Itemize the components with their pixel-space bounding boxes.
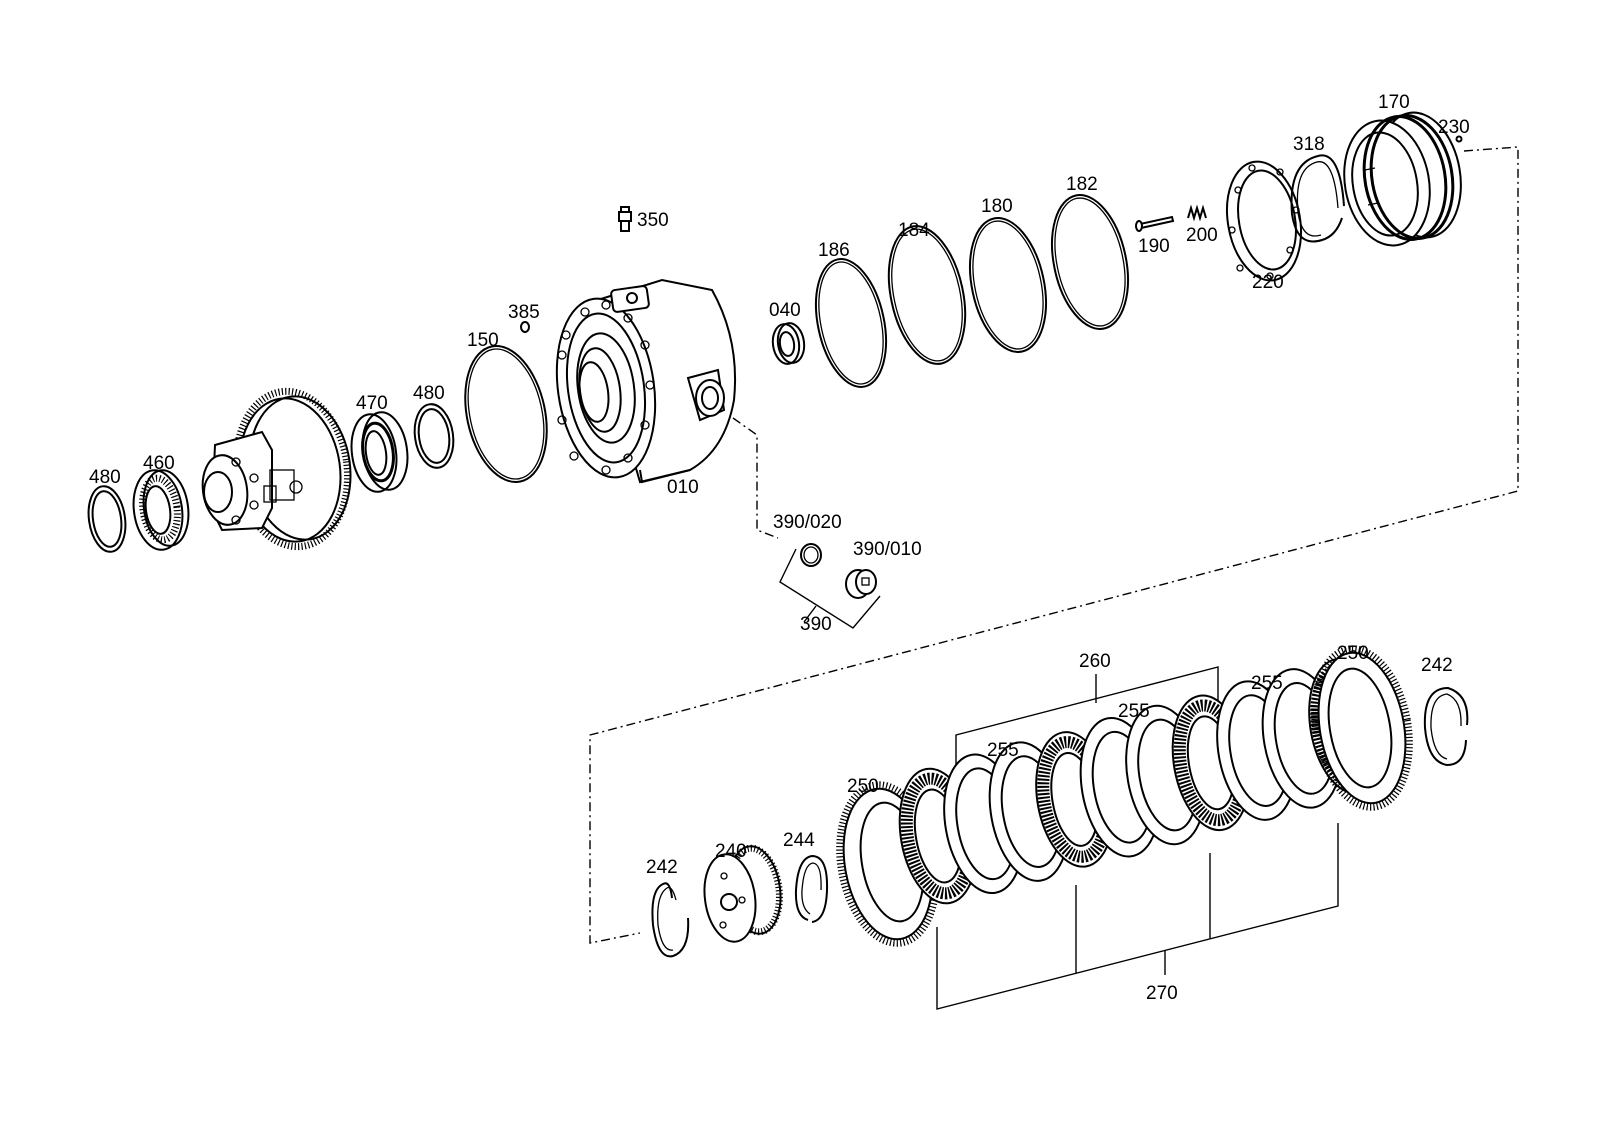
label-250-right: 250 — [1337, 643, 1369, 664]
label-255-c: 255 — [1251, 673, 1283, 694]
part-010-housing — [555, 278, 737, 484]
part-385-small-ring — [520, 321, 530, 333]
part-350-breather-valve — [618, 206, 632, 232]
part-390-020-seal-ring — [800, 543, 822, 567]
label-230: 230 — [1438, 117, 1470, 138]
part-250-steel-disc-right — [1311, 645, 1413, 811]
label-180: 180 — [981, 196, 1013, 217]
part-040-shaft-seal — [771, 322, 806, 365]
label-255-b: 255 — [1118, 701, 1150, 722]
part-480-snap-ring-mid — [413, 403, 455, 469]
part-390-010-drain-plug — [845, 569, 877, 599]
bracket-390-leader — [803, 605, 817, 623]
label-184: 184 — [898, 220, 930, 241]
long-dashdot-connector — [589, 146, 1519, 944]
part-182-o-ring — [1051, 194, 1129, 330]
part-242-snap-ring-right — [1423, 686, 1469, 767]
label-242-right: 242 — [1421, 655, 1453, 676]
label-260: 260 — [1079, 651, 1111, 672]
part-184-o-ring — [887, 225, 967, 365]
label-040: 040 — [769, 300, 801, 321]
label-460: 460 — [143, 453, 175, 474]
label-390: 390 — [800, 614, 832, 635]
part-242-snap-ring-left — [651, 882, 690, 958]
label-010: 010 — [667, 477, 699, 498]
label-186: 186 — [818, 240, 850, 261]
label-220: 220 — [1252, 272, 1284, 293]
label-182: 182 — [1066, 174, 1098, 195]
label-480-mid: 480 — [413, 383, 445, 404]
part-labels: 480 460 470 480 150 385 350 010 390/020 … — [89, 92, 1470, 1004]
part-470-bearing — [350, 411, 409, 493]
part-480-snap-ring-left — [87, 485, 127, 553]
part-200-spring — [1187, 204, 1207, 222]
part-180-o-ring — [969, 217, 1047, 353]
part-230-small-seal — [1455, 135, 1463, 143]
drain-plug-connector — [732, 417, 779, 539]
part-220-cover-plate — [1226, 160, 1302, 282]
bracket-270 — [936, 823, 1339, 1010]
label-318: 318 — [1293, 134, 1325, 155]
label-250-left: 250 — [847, 776, 879, 797]
part-differential-carrier-assembly — [201, 387, 352, 551]
connector-lines — [589, 146, 1519, 1010]
label-470: 470 — [356, 393, 388, 414]
part-186-o-ring — [815, 258, 887, 388]
bracket-260 — [955, 666, 1219, 767]
label-390-010: 390/010 — [853, 539, 922, 560]
label-190: 190 — [1138, 236, 1170, 257]
label-255-a: 255 — [987, 740, 1019, 761]
part-240-gear-hub — [703, 844, 783, 943]
label-150: 150 — [467, 330, 499, 351]
label-270: 270 — [1146, 983, 1178, 1004]
label-240: 240 — [715, 841, 747, 862]
label-385: 385 — [508, 302, 540, 323]
bracket-390 — [779, 548, 881, 629]
label-390-020: 390/020 — [773, 512, 842, 533]
label-350: 350 — [637, 210, 669, 231]
part-318-snap-ring — [1290, 154, 1345, 243]
part-460-bearing — [132, 469, 190, 551]
label-480-left: 480 — [89, 467, 121, 488]
part-150-o-ring — [464, 345, 548, 483]
label-242-left: 242 — [646, 857, 678, 878]
label-244: 244 — [783, 830, 815, 851]
part-170-piston — [1343, 111, 1462, 247]
part-244-circlip — [794, 854, 829, 923]
part-190-pin — [1135, 215, 1175, 232]
label-170: 170 — [1378, 92, 1410, 113]
label-200: 200 — [1186, 225, 1218, 246]
